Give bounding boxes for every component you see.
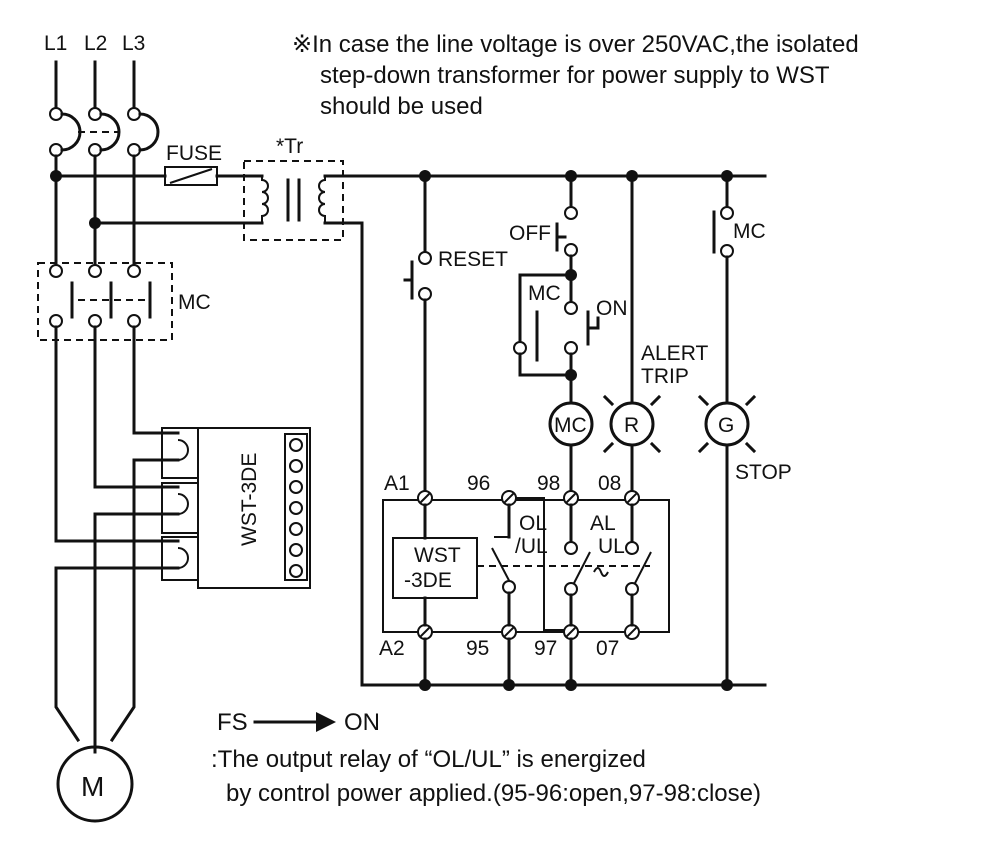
reset-label: RESET bbox=[438, 248, 508, 271]
off-label: OFF bbox=[509, 222, 551, 245]
relay-model-line-2: -3DE bbox=[404, 569, 452, 592]
relay-model-box bbox=[392, 537, 478, 599]
note-line-1: ※In case the line voltage is over 250VAC… bbox=[292, 31, 859, 58]
terminal-07: 07 bbox=[596, 637, 619, 660]
legend: FS ON :The output relay of “OL/UL” is en… bbox=[211, 709, 761, 807]
reset-branch: RESET bbox=[403, 170, 508, 500]
terminal-96: 96 bbox=[467, 472, 490, 495]
alert-label: ALERT bbox=[641, 342, 708, 365]
delay-symbol bbox=[593, 567, 609, 577]
lamp-g-label: G bbox=[718, 414, 734, 437]
motor-feed bbox=[54, 325, 180, 754]
alert-trip-branch: ALERT TRIP R bbox=[602, 170, 708, 500]
fuse-label: FUSE bbox=[166, 142, 222, 165]
main-breaker bbox=[49, 60, 160, 265]
start-stop-branch: OFF MC ON MC bbox=[509, 170, 628, 500]
bottom-rail-joins bbox=[419, 497, 577, 691]
terminal-a2: A2 bbox=[379, 637, 405, 660]
terminal-97: 97 bbox=[534, 637, 557, 660]
terminal-95: 95 bbox=[466, 637, 489, 660]
terminal-08: 08 bbox=[598, 472, 621, 495]
stop-label: STOP bbox=[735, 461, 792, 484]
legend-line-1: :The output relay of “OL/UL” is energize… bbox=[211, 746, 646, 773]
ol-label: OL bbox=[519, 512, 547, 535]
label-l2: L2 bbox=[84, 32, 107, 55]
ul-label-1: /UL bbox=[515, 535, 548, 558]
stop-lamp-branch: MC G STOP bbox=[697, 170, 792, 691]
transformer-primary-coil bbox=[261, 176, 269, 223]
wst-3de-ct: WST-3DE bbox=[161, 427, 311, 589]
terminal-98: 98 bbox=[537, 472, 560, 495]
legend-fs: FS bbox=[217, 709, 248, 736]
motor: M bbox=[56, 745, 134, 823]
note-line-3: should be used bbox=[320, 93, 483, 120]
contactor-label: MC bbox=[178, 291, 211, 314]
terminal-a1: A1 bbox=[384, 472, 410, 495]
transformer-label: *Tr bbox=[276, 135, 303, 158]
main-contactor: MC bbox=[37, 262, 211, 341]
legend-line-2: by control power applied.(95-96:open,97-… bbox=[226, 780, 761, 807]
trip-label: TRIP bbox=[641, 365, 689, 388]
label-l1: L1 bbox=[44, 32, 67, 55]
wst-relay-unit: A1 96 98 08 A2 95 97 07 WST -3DE OL /UL … bbox=[379, 472, 670, 660]
label-l3: L3 bbox=[122, 32, 145, 55]
mc-coil-label: MC bbox=[554, 414, 587, 437]
mc-nc-label: MC bbox=[733, 220, 766, 243]
ul-label-2: UL bbox=[598, 535, 625, 558]
arrow-icon bbox=[316, 712, 336, 732]
motor-label: M bbox=[81, 771, 104, 802]
control-supply: FUSE *Tr bbox=[50, 135, 767, 687]
transformer-box bbox=[243, 160, 344, 241]
legend-on: ON bbox=[344, 709, 380, 736]
mc-aux-label: MC bbox=[528, 282, 561, 305]
lamp-r-label: R bbox=[624, 414, 639, 437]
on-label: ON bbox=[596, 297, 628, 320]
al-label: AL bbox=[590, 512, 616, 535]
relay-model-line-1: WST bbox=[414, 544, 461, 567]
ct-model-label: WST-3DE bbox=[238, 453, 261, 546]
transformer-secondary-coil bbox=[318, 176, 326, 223]
note-line-2: step-down transformer for power supply t… bbox=[320, 62, 830, 89]
